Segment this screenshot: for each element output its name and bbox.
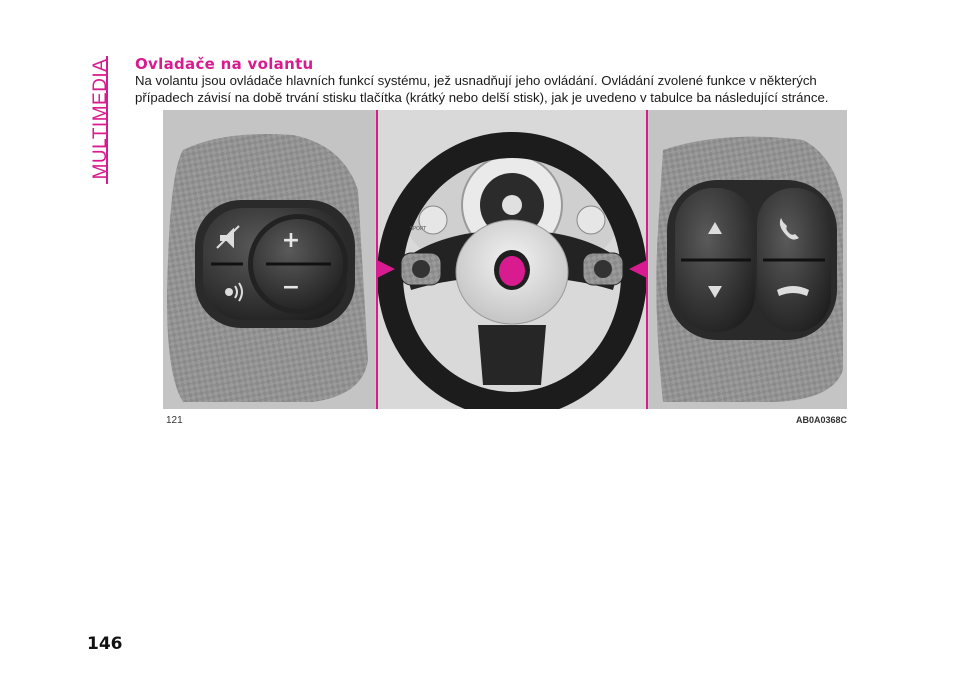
body-paragraph: Na volantu jsou ovládače hlavních funkcí… — [135, 73, 829, 105]
phone-answer-icon[interactable] — [779, 218, 799, 240]
steering-wheel-figure: + − SPORT — [163, 110, 847, 409]
left-pointer-icon — [377, 260, 395, 278]
left-panel — [163, 110, 375, 409]
voice-icon[interactable] — [225, 282, 243, 302]
figure-code: AB0A0368C — [795, 415, 847, 425]
section-side-rule — [106, 56, 108, 184]
section-side-label: MULTIMEDIA — [90, 58, 111, 180]
steering-wheel-illustration: + − SPORT — [163, 110, 847, 409]
center-wheel-panel — [376, 110, 648, 409]
volume-down-symbol[interactable]: − — [282, 275, 300, 300]
arrow-down-icon[interactable] — [708, 286, 722, 298]
section-side-tab: MULTIMEDIA — [82, 56, 112, 184]
arrow-up-icon[interactable] — [708, 222, 722, 234]
right-panel — [649, 110, 847, 409]
mute-icon[interactable] — [216, 225, 240, 249]
page-number: 146 — [87, 634, 123, 654]
right-pointer-icon — [629, 260, 647, 278]
sport-label: SPORT — [410, 226, 427, 232]
section-heading: Ovladače na volantu — [135, 55, 314, 73]
phone-hangup-icon[interactable] — [777, 286, 809, 296]
figure-number: 121 — [166, 415, 183, 426]
volume-up-symbol[interactable]: + — [282, 228, 300, 253]
